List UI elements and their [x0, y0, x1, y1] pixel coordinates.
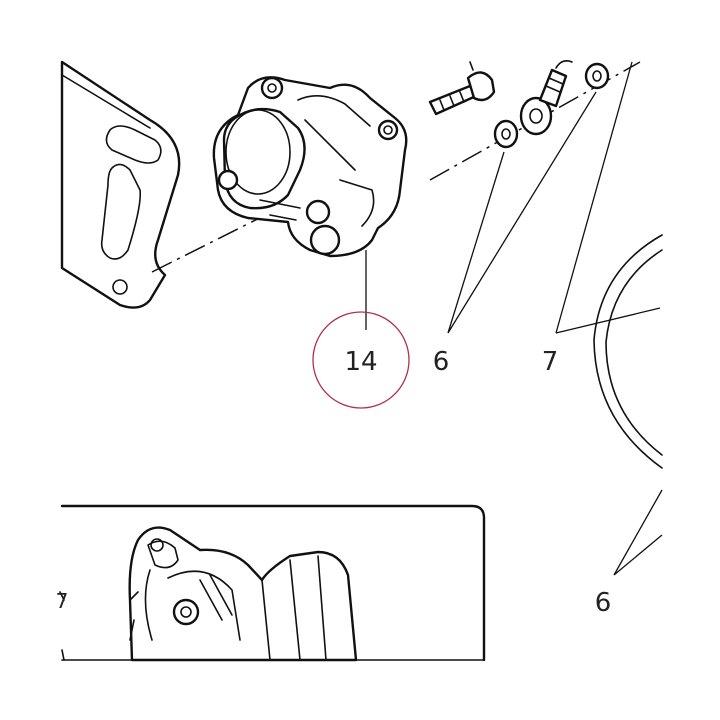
callout-banjo: 7	[542, 347, 559, 377]
banjo-fitting	[519, 60, 573, 136]
sealing-washer-outer	[584, 62, 610, 90]
inset-caliper-detail	[128, 526, 358, 662]
mounting-bracket	[60, 60, 181, 309]
brake-hose-loop	[593, 234, 663, 469]
callout-highlight-circle	[312, 311, 410, 409]
caliper-bolt	[428, 61, 496, 116]
callout-lower-washers: 6	[595, 588, 612, 618]
leader-lines-washers	[447, 91, 597, 334]
callout-edge-mark: 7	[56, 589, 69, 613]
edge-fragment-mark	[59, 591, 65, 661]
brake-caliper	[212, 76, 408, 258]
callout-washers: 6	[433, 347, 450, 377]
leader-lines-banjo	[555, 61, 661, 334]
leader-lines-lower-washers	[613, 489, 663, 576]
callout-caliper: 14	[344, 347, 377, 377]
sealing-washer-inner	[493, 119, 519, 149]
